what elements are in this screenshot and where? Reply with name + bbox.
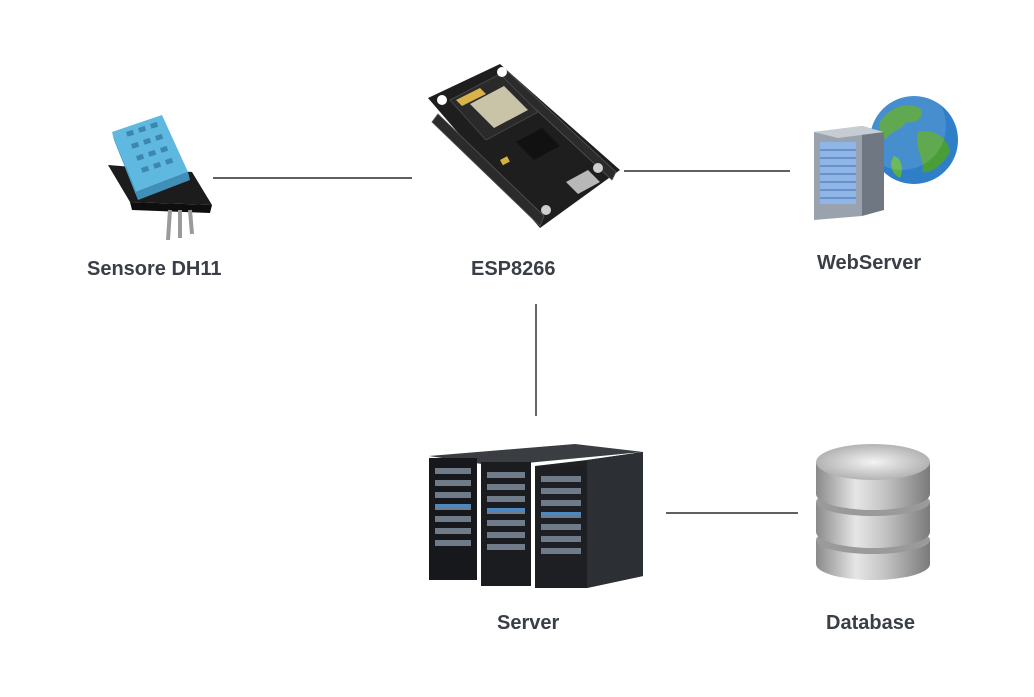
dht11-sensor-icon xyxy=(100,110,220,245)
server-label: Server xyxy=(497,612,560,634)
esp8266-board-icon xyxy=(420,60,625,235)
webserver-globe-icon xyxy=(810,82,960,227)
esp8266-label: ESP8266 xyxy=(471,258,556,280)
database-label: Database xyxy=(826,612,915,634)
database-cylinder-icon xyxy=(812,440,934,585)
server-rack-icon xyxy=(425,440,647,590)
sensor-label: Sensore DH11 xyxy=(87,258,222,280)
webserver-label: WebServer xyxy=(817,252,922,274)
